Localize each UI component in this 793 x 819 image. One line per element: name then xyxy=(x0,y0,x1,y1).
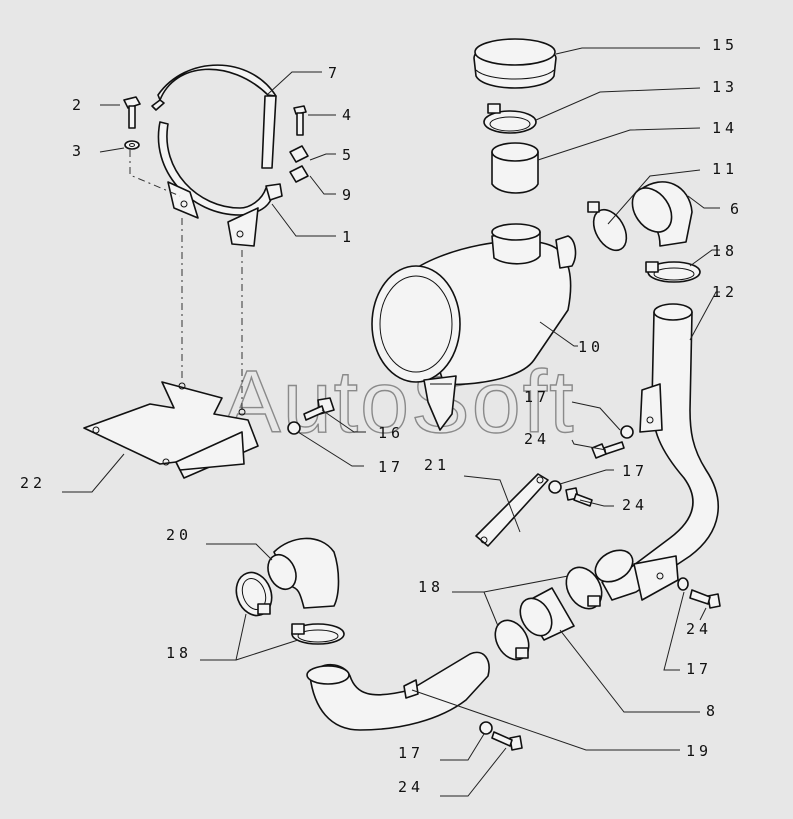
callout-17-a: 17 xyxy=(524,388,550,406)
leader-lines xyxy=(62,47,720,797)
callout-24-a: 24 xyxy=(524,430,550,448)
callout-1: 1 xyxy=(342,228,355,246)
callout-3: 3 xyxy=(72,142,85,160)
callout-14: 14 xyxy=(712,119,738,137)
sleeve-14 xyxy=(491,142,539,194)
callout-15: 15 xyxy=(712,36,738,54)
callout-11: 11 xyxy=(712,160,738,178)
air-filter-10 xyxy=(371,223,577,431)
elbow-6 xyxy=(631,181,693,247)
callout-7: 7 xyxy=(328,64,341,82)
support-plate-22 xyxy=(83,381,259,479)
callout-19: 19 xyxy=(686,742,712,760)
hose-clamp-18-top xyxy=(645,261,701,283)
precleaner-cap-15 xyxy=(473,38,557,89)
washer-17-right-lower xyxy=(677,577,689,591)
callout-18-left: 18 xyxy=(166,644,192,662)
callout-18-top: 18 xyxy=(712,242,738,260)
elbow-hose-20 xyxy=(267,537,340,609)
callout-2: 2 xyxy=(72,96,85,114)
callout-12: 12 xyxy=(712,283,738,301)
spacer-5 xyxy=(289,145,309,163)
bolt-24-right-upper xyxy=(591,441,625,459)
hose-clamp-11 xyxy=(587,201,628,252)
callout-10: 10 xyxy=(578,338,604,356)
bolt-16 xyxy=(303,397,335,421)
callout-16: 16 xyxy=(378,424,404,442)
bolt-24-mid xyxy=(565,487,593,507)
hose-clamp-18-left-upper xyxy=(235,571,273,617)
washer-17-mid xyxy=(548,480,562,494)
callout-20: 20 xyxy=(166,526,192,544)
washer-17-bottom xyxy=(479,721,493,735)
callout-18-mid: 18 xyxy=(418,578,444,596)
bolt-4 xyxy=(293,105,307,136)
hose-clamp-18-mid-right xyxy=(565,566,603,610)
washer-17-left xyxy=(287,421,301,435)
washer-17-right-upper xyxy=(620,425,634,439)
intake-pipe-12 xyxy=(594,303,719,601)
hose-clamp-18-left-lower xyxy=(291,623,345,645)
callout-17-e: 17 xyxy=(398,744,424,762)
spacer-9 xyxy=(289,165,309,183)
callout-labels: 7 2 3 4 5 9 1 15 13 14 11 6 18 12 10 17 … xyxy=(20,36,743,796)
bolt-2 xyxy=(123,96,141,129)
callout-22: 22 xyxy=(20,474,46,492)
callout-6: 6 xyxy=(730,200,743,218)
band-clamp-1 xyxy=(157,95,283,247)
hose-clamp-13 xyxy=(483,103,537,134)
washer-3 xyxy=(124,140,140,150)
hose-clamp-18-mid-left xyxy=(494,619,530,661)
sleeve-8 xyxy=(519,587,575,641)
callout-8: 8 xyxy=(706,702,719,720)
callout-24-d: 24 xyxy=(398,778,424,796)
callout-24-b: 24 xyxy=(622,496,648,514)
band-clamp-7 xyxy=(151,64,277,111)
callout-9: 9 xyxy=(342,186,355,204)
callout-24-c: 24 xyxy=(686,620,712,638)
lower-pipe-19 xyxy=(306,651,490,731)
callout-17-d: 17 xyxy=(686,660,712,678)
callout-21: 21 xyxy=(424,456,450,474)
callout-13: 13 xyxy=(712,78,738,96)
callout-4: 4 xyxy=(342,106,355,124)
bolt-24-right-lower xyxy=(689,589,721,609)
callout-5: 5 xyxy=(342,146,355,164)
callout-17-b: 17 xyxy=(378,458,404,476)
callout-17-c: 17 xyxy=(622,462,648,480)
bolt-24-bottom xyxy=(491,731,523,751)
